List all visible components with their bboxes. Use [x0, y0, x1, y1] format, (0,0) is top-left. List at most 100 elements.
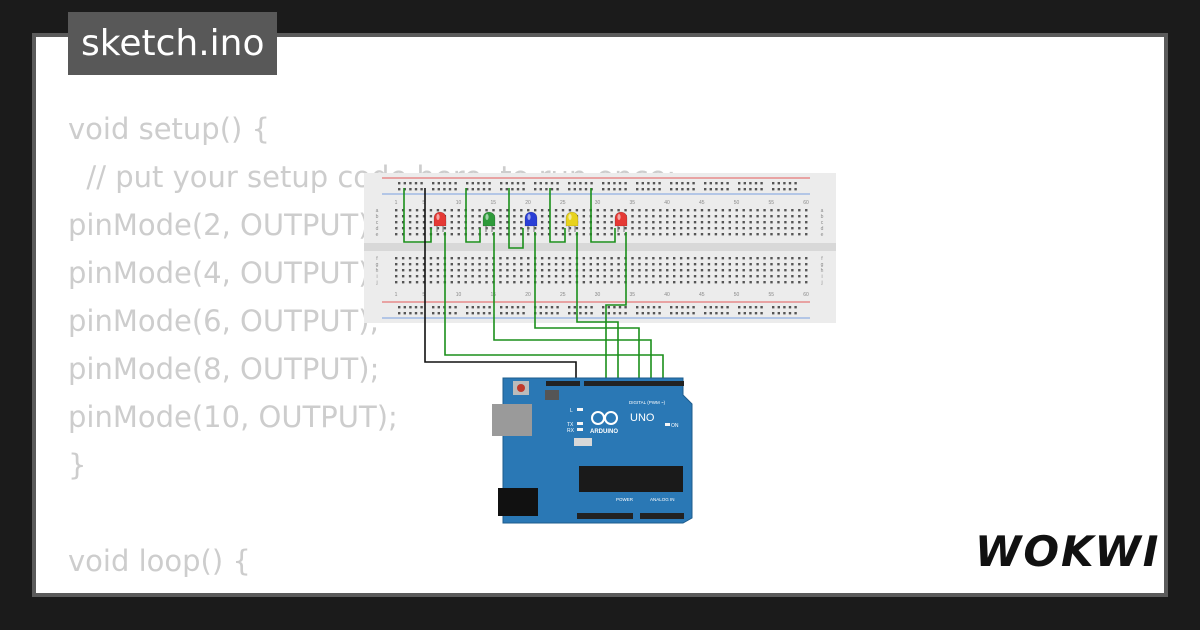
breadboard-hole [589, 269, 592, 272]
breadboard-hole [666, 263, 669, 266]
breadboard-hole [693, 221, 697, 224]
breadboard-hole [618, 306, 622, 309]
breadboard-label: j [375, 280, 377, 286]
breadboard-hole [432, 188, 435, 191]
breadboard-hole [409, 182, 412, 185]
breadboard-hole [763, 209, 766, 212]
breadboard-hole [429, 257, 433, 260]
header-digital-right [584, 381, 684, 386]
breadboard-hole [579, 306, 582, 309]
green-led[interactable] [482, 211, 496, 232]
breadboard-hole [675, 306, 678, 309]
breadboard-hole [770, 233, 773, 236]
breadboard-label: d [376, 226, 379, 232]
breadboard-hole [805, 269, 808, 272]
breadboard-hole [513, 269, 516, 272]
blue-led[interactable] [524, 211, 538, 232]
breadboard-label: 10 [456, 200, 462, 206]
reset-button[interactable] [517, 384, 525, 392]
breadboard-hole [704, 182, 707, 185]
breadboard-hole [720, 312, 724, 315]
breadboard-label: 30 [595, 200, 601, 206]
breadboard-hole [652, 227, 655, 230]
breadboard-label: g [821, 262, 824, 268]
breadboard-hole [409, 188, 412, 191]
breadboard-hole [545, 188, 548, 191]
breadboard-label: 25 [560, 292, 566, 298]
breadboard-hole [596, 233, 599, 236]
breadboard-hole [506, 263, 509, 266]
breadboard-hole [534, 227, 537, 230]
code-editor[interactable]: void setup() { // put your setup code he… [68, 105, 752, 593]
breadboard-hole [652, 263, 655, 266]
breadboard-label: g [376, 262, 379, 268]
breadboard-hole [749, 227, 752, 230]
breadboard-hole [645, 257, 648, 260]
breadboard-label: 40 [664, 292, 670, 298]
breadboard-label: i [821, 274, 822, 280]
breadboard-label: d [821, 226, 824, 232]
breadboard-hole [568, 209, 572, 212]
breadboard-hole [561, 209, 565, 212]
breadboard-hole [742, 221, 745, 224]
breadboard-hole [670, 188, 673, 191]
breadboard-label: 5 [422, 292, 425, 298]
breadboard-hole [618, 312, 622, 315]
breadboard-hole [485, 275, 488, 278]
breadboard-hole [728, 215, 731, 218]
yellow-led[interactable] [565, 211, 579, 232]
breadboard-hole [450, 269, 453, 272]
breadboard-hole [420, 188, 423, 191]
breadboard-hole [511, 306, 514, 309]
breadboard-hole [772, 182, 775, 185]
breadboard-hole [652, 312, 656, 315]
breadboard-hole [422, 233, 426, 236]
breadboard-hole [720, 306, 724, 309]
breadboard-hole [596, 221, 599, 224]
breadboard-hole [805, 227, 808, 230]
breadboard-hole [658, 188, 661, 191]
breadboard-hole [422, 263, 426, 266]
breadboard-hole [554, 281, 558, 284]
breadboard-hole [728, 269, 731, 272]
breadboard-hole [645, 227, 648, 230]
breadboard-hole [550, 312, 554, 315]
breadboard-hole [772, 306, 775, 309]
breadboard-hole [568, 312, 571, 315]
breadboard-hole [547, 215, 551, 218]
breadboard-hole [436, 233, 440, 236]
breadboard-hole [658, 312, 661, 315]
wire-pin8 [576, 232, 619, 382]
red-led-2[interactable] [614, 211, 628, 232]
breadboard-hole [613, 182, 616, 185]
breadboard-hole [398, 182, 401, 185]
breadboard-hole [631, 209, 634, 212]
breadboard-hole [582, 281, 586, 284]
breadboard-hole [436, 281, 440, 284]
red-led-1[interactable] [433, 211, 447, 232]
arduino-uno[interactable]: UNO ARDUINO DIGITAL (PWM ~) POWER ANALOG… [492, 377, 693, 524]
breadboard-hole [798, 209, 801, 212]
breadboard-hole [670, 312, 673, 315]
breadboard-hole [547, 233, 551, 236]
breadboard-label: e [821, 232, 824, 238]
breadboard-hole [783, 188, 786, 191]
breadboard-hole [784, 233, 787, 236]
breadboard-hole [763, 227, 766, 230]
breadboard-hole [743, 188, 746, 191]
breadboard-hole [735, 227, 738, 230]
breadboard-hole [624, 227, 627, 230]
breadboard-hole [735, 221, 738, 224]
breadboard-hole [550, 182, 554, 185]
breadboard-hole [631, 281, 634, 284]
breadboard-hole [617, 275, 620, 278]
breadboard-hole [568, 263, 572, 266]
breadboard-hole [798, 281, 801, 284]
breadboard-hole [513, 209, 516, 212]
breadboard-hole [742, 269, 745, 272]
breadboard-hole [749, 263, 752, 266]
breadboard-hole [506, 281, 509, 284]
breadboard-hole [763, 281, 766, 284]
file-tab[interactable]: sketch.ino [68, 12, 278, 75]
breadboard-hole [505, 182, 508, 185]
